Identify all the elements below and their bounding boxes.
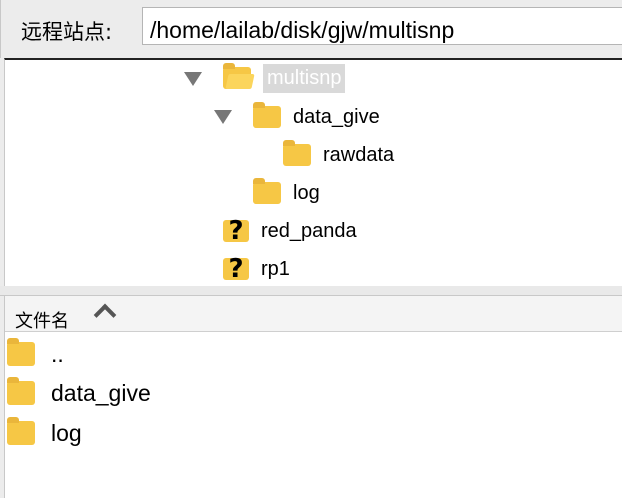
tree-node-red-panda[interactable]: ? red_panda [223,216,357,246]
tree-node-label: multisnp [263,63,346,93]
tree-node-log[interactable]: log [253,178,320,208]
folder-icon [7,377,35,405]
file-name: log [51,419,82,446]
tree-node-label: rawdata [323,143,395,166]
folder-icon [283,140,311,166]
file-row-log[interactable]: log [5,416,82,450]
remote-site-label: 远程站点: [21,20,113,44]
file-row-parent[interactable]: .. [5,337,64,371]
tree-node-data-give[interactable]: data_give [253,102,380,132]
unknown-folder-icon: ? [223,216,249,246]
tree-node-rawdata[interactable]: rawdata [283,140,394,170]
tree-node-label: data_give [293,105,380,128]
remote-file-list[interactable]: 文件名 .. data_give log [4,296,622,498]
column-header-filename[interactable]: 文件名 [5,296,622,332]
remote-directory-tree[interactable]: multisnp data_give rawdata log ? red_pan… [4,58,622,286]
tree-node-rp1[interactable]: ? rp1 [223,254,290,284]
expand-triangle-icon[interactable] [214,110,232,124]
folder-icon [253,102,281,128]
column-header-label: 文件名 [15,311,69,332]
folder-icon [253,178,281,204]
pane-splitter[interactable] [0,286,622,296]
folder-icon [7,417,35,445]
remote-path-input[interactable]: /home/lailab/disk/gjw/multisnp [142,7,622,45]
unknown-folder-icon: ? [223,254,249,284]
folder-icon [7,338,35,366]
tree-node-multisnp[interactable]: multisnp [223,63,346,93]
tree-node-label: log [293,181,320,204]
tree-node-label: rp1 [261,257,290,280]
file-name: data_give [51,379,151,406]
remote-site-bar: 远程站点: /home/lailab/disk/gjw/multisnp [0,0,622,58]
folder-open-icon [223,63,251,89]
file-name: .. [51,340,64,367]
tree-node-label: red_panda [261,219,357,242]
expand-triangle-icon[interactable] [184,72,202,86]
sort-ascending-icon [93,303,117,327]
file-row-data-give[interactable]: data_give [5,376,151,410]
